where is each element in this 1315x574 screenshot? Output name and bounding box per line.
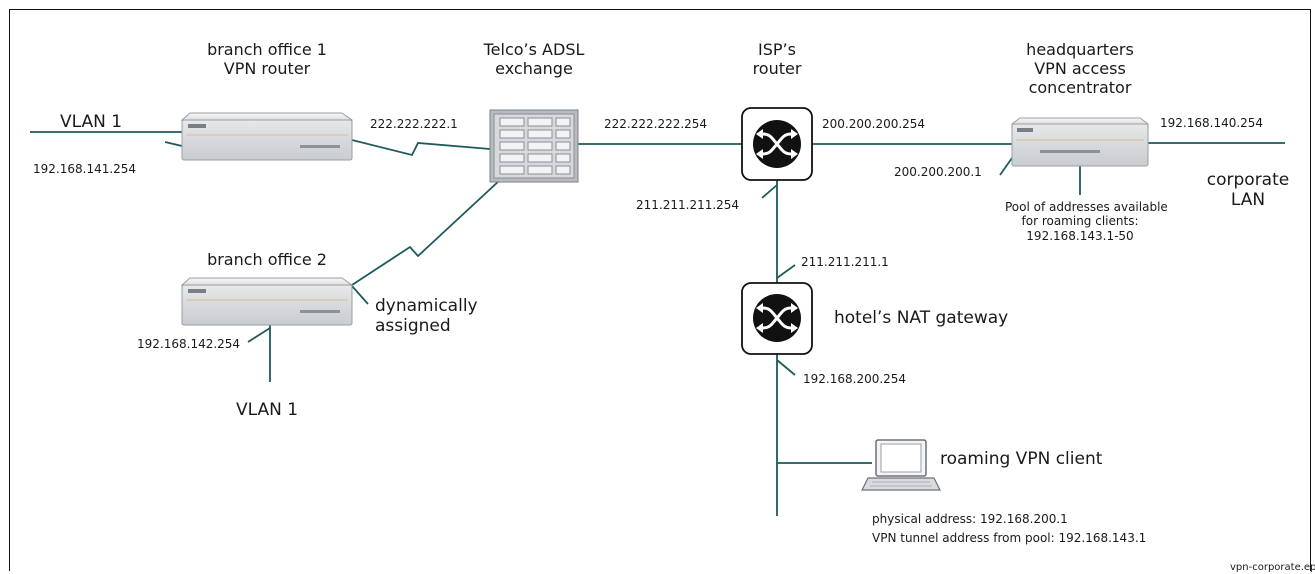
branch2-adsl-link	[351, 179, 501, 286]
isp-adsl-ip: 222.222.222.254	[604, 117, 708, 131]
branch1-adsl-link	[351, 139, 491, 157]
adsl-title: Telco’s ADSL exchange	[470, 40, 598, 78]
branch1-lan-ip: 192.168.141.254	[33, 162, 137, 176]
adsl-title-line1: Telco’s ADSL	[483, 40, 585, 59]
isp-title-line2: router	[752, 59, 802, 79]
branch2-wan-line1: dynamically	[375, 296, 478, 316]
isp-hotel-ip: 211.211.211.254	[636, 198, 740, 212]
branch1-router-icon	[180, 112, 354, 161]
pool-line1: Pool of addresses available	[1005, 200, 1168, 214]
branch2-router-icon	[180, 277, 354, 326]
branch2-wan-line2: assigned	[375, 316, 451, 337]
hq-concentrator-icon	[1010, 117, 1150, 167]
vlan1-branch2-label: VLAN 1	[236, 400, 299, 420]
adsl-exchange-icon	[489, 109, 579, 183]
nat-title: hotel’s NAT gateway	[834, 308, 1009, 328]
nat-gateway-icon	[741, 282, 813, 355]
pool-line2: for roaming clients:	[1021, 214, 1139, 229]
hq-lan-ip: 192.168.140.254	[1160, 116, 1264, 130]
branch2-title: branch office 2	[207, 250, 327, 269]
branch1-lan-tick	[164, 141, 183, 147]
branch1-title-line1: branch office 1	[207, 40, 327, 59]
pool-line3: 192.168.143.1-50	[1026, 228, 1134, 243]
branch2-lan-ip: 192.168.142.254	[137, 337, 241, 351]
corporate-lan-label: corporate LAN	[1198, 170, 1298, 211]
diagram-frame	[9, 9, 1311, 571]
isp-hotel-tick	[761, 184, 778, 199]
isp-router-icon	[741, 107, 813, 181]
nat-wan-tick	[776, 264, 796, 279]
client-physical-address: physical address: 192.168.200.1	[872, 512, 1068, 526]
hq-wan-tick	[999, 157, 1013, 176]
branch2-wan-ip: dynamically assigned	[375, 296, 478, 337]
isp-title-line1: ISP’s	[758, 40, 796, 59]
nat-lan-ip: 192.168.200.254	[803, 372, 907, 386]
branch1-title-line2: VPN router	[223, 59, 311, 79]
branch2-lan-tick	[247, 327, 271, 343]
corporate-lan-line1: corporate	[1206, 170, 1290, 190]
corporate-lan-line2: LAN	[1230, 190, 1266, 211]
vlan1-branch1-label: VLAN 1	[60, 112, 123, 132]
hq-title-line3: concentrator	[1028, 78, 1132, 98]
laptop-icon	[861, 439, 941, 491]
branch2-wan-tick	[351, 285, 369, 305]
isp-title: ISP’s router	[732, 40, 822, 78]
hq-title-line1: headquarters	[1026, 40, 1134, 59]
nat-lan-tick	[776, 359, 796, 376]
branch1-wan-ip: 222.222.222.1	[370, 117, 458, 131]
footer-filename: vpn-corporate.eps	[1230, 562, 1315, 573]
isp-hq-ip: 200.200.200.254	[822, 117, 926, 131]
pool-note: Pool of addresses available for roaming …	[1005, 200, 1168, 243]
hq-wan-ip: 200.200.200.1	[894, 165, 982, 179]
hq-title: headquarters VPN access concentrator	[1010, 40, 1150, 98]
client-title: roaming VPN client	[940, 449, 1103, 469]
nat-wan-ip: 211.211.211.1	[801, 255, 889, 269]
client-tunnel-address: VPN tunnel address from pool: 192.168.14…	[872, 531, 1147, 545]
adsl-title-line2: exchange	[495, 59, 573, 79]
branch1-title: branch office 1 VPN router	[182, 40, 352, 78]
hq-title-line2: VPN access	[1034, 59, 1126, 79]
